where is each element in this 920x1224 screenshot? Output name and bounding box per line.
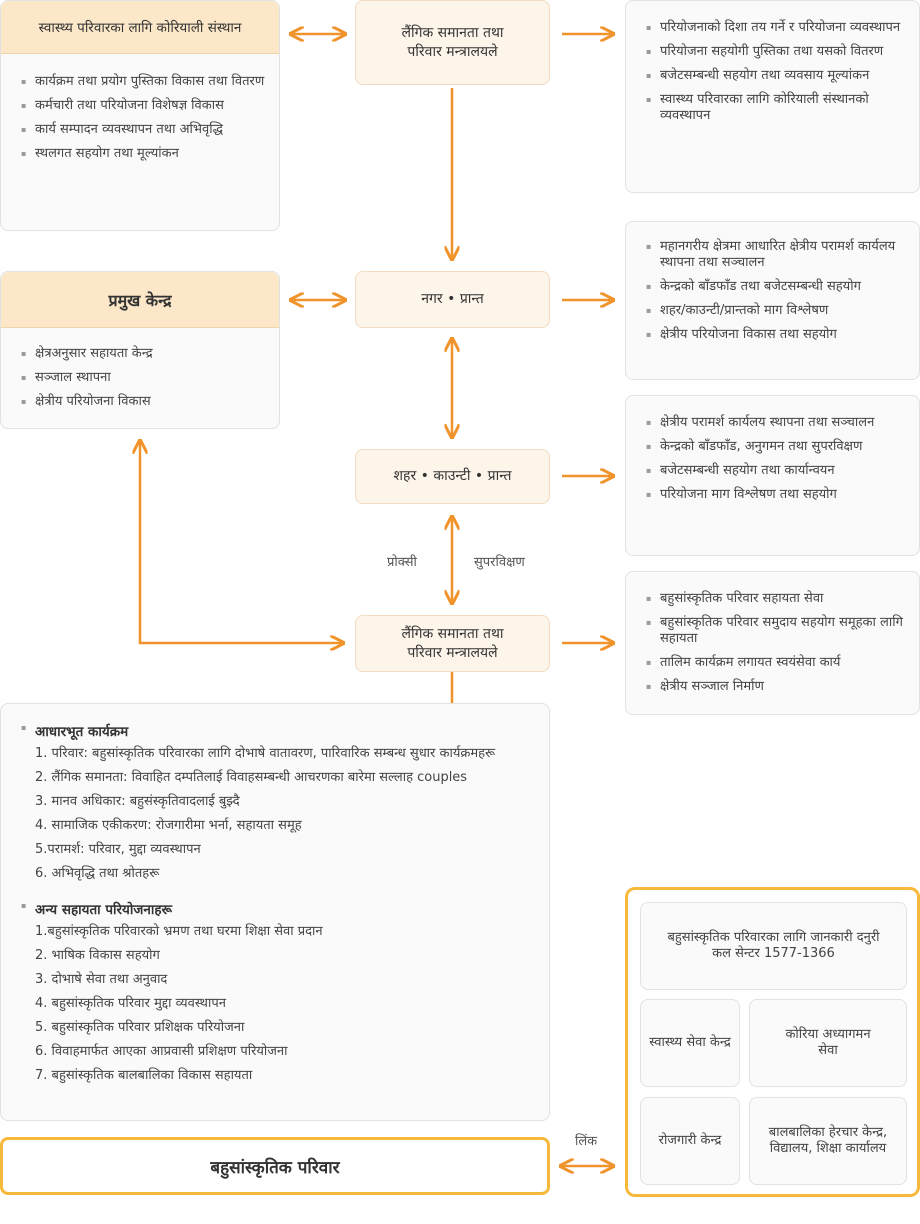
employment-center-box: रोजगारी केन्द्र (640, 1097, 740, 1185)
call-center-label: बहुसांस्कृतिक परिवारका लागि जानकारी दनुर… (667, 930, 880, 961)
programs-panel: आधारभूत कार्यक्रम 1. परिवार: बहुसांस्कृत… (0, 703, 550, 1121)
list-item: महानगरीय क्षेत्रमा आधारित क्षेत्रीय पराम… (646, 239, 909, 271)
list-item: बहुसांस्कृतिक परिवार समुदाय सहयोग समूहका… (646, 615, 905, 647)
list-item: परियोजना सहयोगी पुस्तिका तथा यसको वितरण (646, 44, 905, 60)
list-item: केन्द्रको बाँडफाँड, अनुगमन तथा सुपरविक्ष… (646, 439, 905, 455)
supervision-label: सुपरविक्षण (474, 555, 525, 570)
institute-list: कार्यक्रम तथा प्रयोग पुस्तिका विकास तथा … (1, 54, 279, 162)
family-box-label: बहुसांस्कृतिक परिवार (210, 1157, 340, 1178)
ministry-bottom-node: लैंगिक समानता तथा परिवार मन्त्रालयले (355, 615, 550, 672)
right-panel-2-list: महानगरीय क्षेत्रमा आधारित क्षेत्रीय पराम… (646, 239, 909, 343)
health-service-box: स्वास्थ्य सेवा केन्द्र (640, 999, 740, 1087)
main-center-panel: प्रमुख केन्द्र क्षेत्रअनुसार सहायता केन्… (0, 271, 280, 429)
other-programs-title: अन्य सहायता परियोजनाहरू (21, 900, 535, 918)
list-item: बजेटसम्बन्धी सहयोग तथा व्यवसाय मूल्यांकन (646, 68, 905, 84)
list-item: कर्मचारी तथा परियोजना विशेषज्ञ विकास (21, 98, 265, 114)
list-item: 7. बहुसांस्कृतिक बालबालिका विकास सहायता (35, 1068, 253, 1083)
right-panel-1: परियोजनाको दिशा तय गर्ने र परियोजना व्यव… (625, 0, 920, 193)
list-item: क्षेत्रीय परियोजना विकास (21, 394, 265, 410)
city-node: शहर • काउन्टी • प्रान्त (355, 449, 550, 504)
call-center-box: बहुसांस्कृतिक परिवारका लागि जानकारी दनुर… (640, 902, 907, 990)
list-item: कार्य सम्पादन व्यवस्थापन तथा अभिवृद्धि (21, 122, 265, 138)
city-label: शहर • काउन्टी • प्रान्त (393, 468, 512, 484)
ministry-top-node: लैंगिक समानता तथा परिवार मन्त्रालयले (355, 0, 550, 85)
basic-programs-title: आधारभूत कार्यक्रम (21, 722, 535, 740)
list-item: केन्द्रको बाँडफाँड तथा बजेटसम्बन्धी सहयो… (646, 279, 909, 295)
right-panel-4: बहुसांस्कृतिक परिवार सहायता सेवा बहुसांस… (625, 571, 920, 715)
right-panel-4-list: बहुसांस्कृतिक परिवार सहायता सेवा बहुसांस… (646, 591, 905, 695)
right-panel-1-list: परियोजनाको दिशा तय गर्ने र परियोजना व्यव… (646, 20, 905, 124)
list-item: बहुसांस्कृतिक परिवार सहायता सेवा (646, 591, 905, 607)
list-item: 3. दोभाषे सेवा तथा अनुवाद (35, 972, 168, 987)
proxy-label: प्रोक्सी (387, 555, 417, 570)
list-item: क्षेत्रअनुसार सहायता केन्द्र (21, 346, 265, 362)
main-center-title-text: प्रमुख केन्द्र (108, 290, 172, 310)
list-item: सञ्जाल स्थापना (21, 370, 265, 386)
list-item: 4. बहुसांस्कृतिक परिवार मुद्दा व्यवस्थाप… (35, 996, 226, 1011)
childcare-label: बालबालिका हेरचार केन्द्र, विद्यालय, शिक्… (768, 1125, 888, 1156)
list-item: परियोजनाको दिशा तय गर्ने र परियोजना व्यव… (646, 20, 905, 36)
list-item: क्षेत्रीय परामर्श कार्यलय स्थापना तथा सञ… (646, 415, 905, 431)
korea-immigration-box: कोरिया अध्यागमन सेवा (749, 999, 907, 1087)
list-item: स्वास्थ्य परिवारका लागि कोरियाली संस्थान… (646, 92, 905, 124)
list-item: 5. बहुसांस्कृतिक परिवार प्रशिक्षक परियोज… (35, 1020, 245, 1035)
list-item: 5.परामर्श: परिवार, मुद्दा व्यवस्थापन (35, 842, 201, 857)
institute-panel: स्वास्थ्य परिवारका लागि कोरियाली संस्थान… (0, 0, 280, 231)
korea-immigration-label: कोरिया अध्यागमन सेवा (785, 1027, 871, 1058)
employment-center-label: रोजगारी केन्द्र (658, 1133, 722, 1148)
metro-node: नगर • प्रान्त (355, 271, 550, 328)
list-item: कार्यक्रम तथा प्रयोग पुस्तिका विकास तथा … (21, 74, 265, 90)
right-panel-2: महानगरीय क्षेत्रमा आधारित क्षेत्रीय पराम… (625, 221, 920, 380)
ministry-bottom-label: लैंगिक समानता तथा परिवार मन्त्रालयले (401, 625, 504, 661)
health-service-label: स्वास्थ्य सेवा केन्द्र (649, 1035, 731, 1050)
basic-programs-list: 1. परिवार: बहुसांस्कृतिक परिवारका लागि द… (21, 746, 535, 882)
link-label: लिंक (575, 1134, 598, 1149)
metro-label: नगर • प्रान्त (421, 291, 484, 307)
list-item: क्षेत्रीय परियोजना विकास तथा सहयोग (646, 327, 909, 343)
list-item: 6. विवाहमार्फत आएका आप्रवासी प्रशिक्षण प… (35, 1044, 288, 1059)
list-item: परियोजना माग विश्लेषण तथा सहयोग (646, 487, 905, 503)
multicultural-family-box: बहुसांस्कृतिक परिवार (0, 1137, 550, 1195)
institute-title-text: स्वास्थ्य परिवारका लागि कोरियाली संस्थान (38, 20, 242, 36)
list-item: बजेटसम्बन्धी सहयोग तथा कार्यान्वयन (646, 463, 905, 479)
list-item: स्थलगत सहयोग तथा मूल्यांकन (21, 146, 265, 162)
list-item: 1.बहुसांस्कृतिक परिवारको भ्रमण तथा घरमा … (35, 924, 323, 939)
list-item: 3. मानव अधिकार: बहुसंस्कृतिवादलाई बुझ्दै (35, 794, 240, 809)
list-item: 1. परिवार: बहुसांस्कृतिक परिवारका लागि द… (35, 746, 496, 761)
list-item: क्षेत्रीय सञ्जाल निर्माण (646, 679, 905, 695)
list-item: शहर/काउन्टी/प्रान्तको माग विश्लेषण (646, 303, 909, 319)
arrow-center-ministry-bottom (140, 442, 342, 643)
right-panel-3-list: क्षेत्रीय परामर्श कार्यलय स्थापना तथा सञ… (646, 415, 905, 503)
main-center-title: प्रमुख केन्द्र (1, 272, 279, 328)
list-item: 2. भाषिक विकास सहयोग (35, 948, 160, 963)
ministry-top-label: लैंगिक समानता तथा परिवार मन्त्रालयले (401, 24, 504, 60)
institute-panel-title: स्वास्थ्य परिवारका लागि कोरियाली संस्थान (1, 1, 279, 54)
services-panel: बहुसांस्कृतिक परिवारका लागि जानकारी दनुर… (625, 887, 920, 1197)
list-item: तालिम कार्यक्रम लगायत स्वयंसेवा कार्य (646, 655, 905, 671)
right-panel-3: क्षेत्रीय परामर्श कार्यलय स्थापना तथा सञ… (625, 395, 920, 556)
main-center-list: क्षेत्रअनुसार सहायता केन्द्र सञ्जाल स्था… (1, 328, 279, 410)
list-item: 6. अभिवृद्धि तथा श्रोतहरू (35, 866, 160, 881)
list-item: 4. सामाजिक एकीकरण: रोजगारीमा भर्ना, सहाय… (35, 818, 302, 833)
other-programs-list: 1.बहुसांस्कृतिक परिवारको भ्रमण तथा घरमा … (21, 924, 535, 1084)
childcare-box: बालबालिका हेरचार केन्द्र, विद्यालय, शिक्… (749, 1097, 907, 1185)
list-item: 2. लैंगिक समानता: विवाहित दम्पतिलाई विवा… (35, 770, 468, 785)
